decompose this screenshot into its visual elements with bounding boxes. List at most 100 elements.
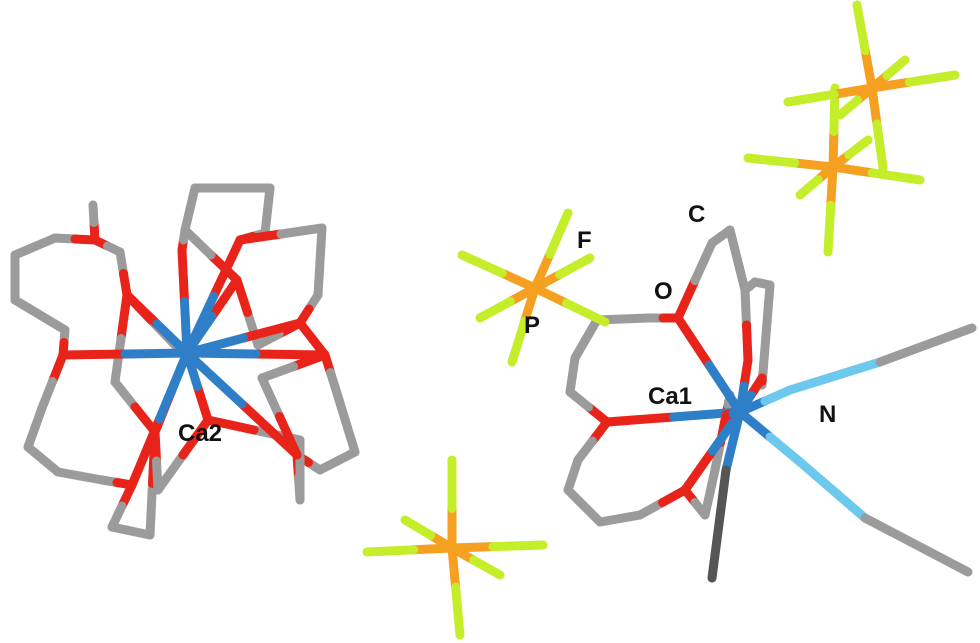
ca2-ring-bond-29-a	[243, 308, 263, 350]
ca2-o-coordination-0-a	[58, 349, 130, 360]
ca2-ring-bond-12-a	[145, 479, 157, 540]
ca2-o-coordination-7-a	[177, 245, 189, 306]
pf6-middle-f-1	[507, 316, 530, 367]
pf6-middle-p-5	[530, 270, 565, 293]
pf6-middle-p-3	[530, 283, 571, 308]
pf6-top-lower-p-0	[828, 126, 839, 172]
pf6-top-upper-p-0	[860, 46, 877, 93]
pf6-bottom-f-2	[362, 545, 419, 557]
pf6-top-lower-p-2	[790, 158, 838, 172]
nitrile-1-methyl	[875, 323, 977, 367]
ca1-o-coordination-0-a	[602, 412, 678, 427]
ca1-o-coordination-1-a	[673, 313, 714, 370]
ca2-ring-bond-15-b	[88, 200, 99, 227]
ca2-ring-bond-32-b	[341, 416, 360, 457]
ca1-n-bond-1-b	[760, 385, 795, 406]
pf6-bottom-f-1	[451, 582, 465, 640]
pf6-top-lower-f-1	[823, 200, 836, 257]
pf6-top-lower-p-1	[826, 162, 838, 210]
ca1-ring-bond-7-a	[725, 225, 742, 265]
ca2-o-coordination-8-a	[122, 290, 162, 329]
nitrile-1-n	[785, 357, 885, 395]
ca1-axial-ca	[721, 407, 745, 475]
label-oxygen: O	[654, 278, 673, 305]
pf6-top-lower-f-4	[795, 175, 823, 200]
pf6-top-upper-f-5	[882, 55, 910, 80]
ca2-ring-bond-18-a	[116, 290, 132, 343]
pf6-middle-p-2	[497, 268, 540, 293]
pf6-top-upper-f-3	[904, 70, 960, 87]
ca1-ring-bond-5-a	[673, 276, 700, 323]
pf6-top-lower-f-5	[844, 135, 873, 160]
ca1-ring-bond-5-b	[690, 238, 717, 285]
ca1-ring-bond-8-b	[742, 320, 753, 365]
pf6-middle-f-2	[457, 250, 507, 278]
ca1-axial-carbon	[707, 465, 731, 583]
ca2-o-coordination-9-a	[237, 399, 302, 460]
ca2-o-coordination-8-b	[152, 319, 192, 358]
ca1-n-bond-2-a	[735, 407, 775, 442]
ca2-ring-bond-5-b	[37, 377, 57, 413]
pf6-bottom-p-1	[447, 543, 461, 592]
ca2-ring-bond-26-a	[315, 223, 327, 266]
ca2-ring-bond-30-b	[180, 225, 216, 260]
ca2-ring-bond-14-a	[153, 450, 188, 495]
pf6-top-lower-f-3	[867, 168, 925, 185]
pf6-middle-f-0	[545, 208, 573, 259]
pf6-top-upper-f-4	[835, 95, 863, 120]
ca2-ring-bond-25-a	[235, 229, 286, 245]
ca2-o-coordination-0-b	[120, 348, 192, 359]
nitrile-2-methyl	[860, 513, 973, 577]
pf6-top-upper-f-1	[872, 119, 888, 173]
ca1-o-coordination-1-b	[704, 360, 745, 417]
ca2-ring-bond-14-b	[178, 415, 213, 460]
ca2-ring-bond-19-a	[110, 377, 140, 412]
ca2-o-coordination-3-a	[193, 382, 213, 425]
ca2-ring-bond-5-a	[48, 350, 68, 386]
ca2-ring-bond-26-b	[313, 257, 325, 300]
ca2-ring-bond-29-b	[232, 275, 252, 317]
ca2-ring-bond-37-b	[203, 415, 259, 435]
ca2-o-coordination-9-b	[182, 348, 247, 409]
ca2-o-coordination-5-a	[239, 318, 305, 343]
ca2-o-coordination-2-a	[127, 414, 164, 490]
label-carbon: C	[688, 201, 705, 228]
ca1-n-bond-2-b	[765, 432, 805, 467]
ca2-o-coordination-4-a	[251, 349, 330, 360]
ca2-ring-bond-25-b	[276, 223, 327, 239]
pf6-bottom-f-5	[469, 555, 505, 580]
label-nitrogen: N	[819, 401, 836, 428]
ca2-o-coordination-10-a	[209, 235, 245, 301]
pf6-middle-f-4	[475, 297, 515, 323]
pf6-middle-f-5	[555, 253, 595, 279]
pf6-top-lower-p-3	[828, 162, 877, 178]
pf6-top-upper-f-2	[783, 89, 839, 107]
ca1-ring-bond-11-a	[761, 280, 775, 340]
label-ca1: Ca1	[648, 383, 692, 410]
pf6-middle-p-4	[505, 283, 540, 306]
label-ca2: Ca2	[178, 420, 222, 447]
pf6-bottom-f-4	[400, 515, 436, 540]
ca1-ring-bond-8-a	[740, 285, 751, 330]
ca2-o-coordination-5-b	[182, 333, 248, 358]
ca1-o-coordination-3-a	[680, 446, 717, 495]
ca2-o-coordination-6-a	[207, 275, 242, 321]
label-phosphorus: P	[524, 312, 540, 339]
bond-layer	[10, 0, 977, 640]
ca2-ring-bond-38-b	[257, 362, 298, 383]
ca2-ring-bond-3-b	[35, 310, 70, 335]
ca1-ring-bond-7-b	[733, 255, 750, 295]
pf6-top-upper-f-0	[852, 0, 870, 56]
ca2-ring-bond-3-a	[10, 295, 45, 320]
ca2-ring-bond-18-b	[110, 334, 126, 387]
pf6-middle-f-3	[562, 298, 610, 327]
label-layer: Ca2 Ca1 C O F P N	[178, 201, 836, 447]
ca2-ring-bond-32-a	[331, 385, 350, 426]
ca2-o-coordination-2-b	[155, 348, 192, 424]
label-fluorine: F	[577, 227, 592, 254]
pf6-top-upper-p-1	[867, 83, 882, 129]
pf6-bottom-f-3	[488, 540, 548, 552]
pf6-top-lower-f-2	[743, 153, 800, 168]
ca2-o-coordination-10-b	[182, 292, 218, 358]
